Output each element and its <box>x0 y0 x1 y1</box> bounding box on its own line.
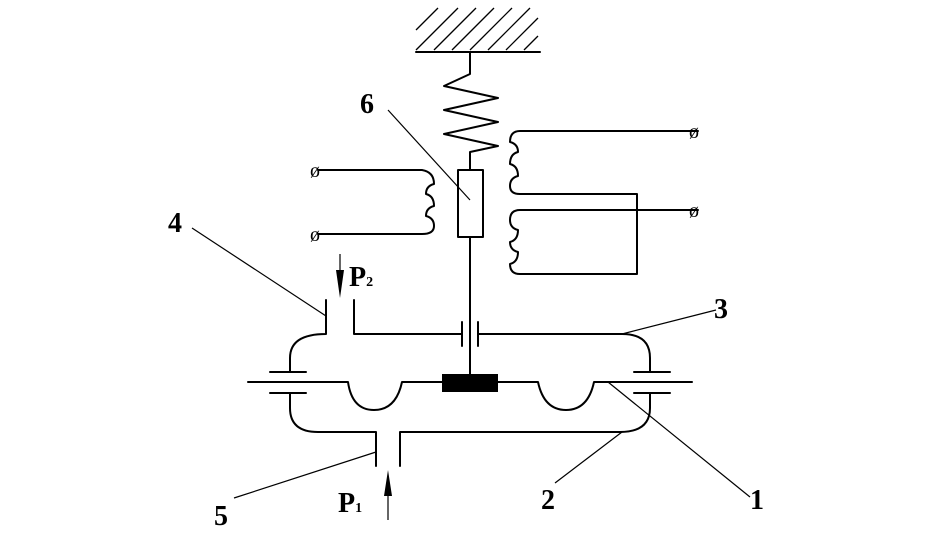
terminal-left-top: ø <box>310 160 320 182</box>
diaphragm <box>343 381 597 411</box>
fixed-support <box>415 7 541 53</box>
p1-arrow <box>384 470 392 520</box>
leader-lines <box>191 109 751 499</box>
lower-chamber <box>289 392 651 467</box>
left-flange <box>247 371 345 394</box>
armature-core <box>457 169 484 238</box>
terminal-right-top: ø <box>689 121 699 143</box>
p2-arrow <box>336 254 344 298</box>
label-3: 3 <box>714 294 728 325</box>
label-2: 2 <box>541 485 555 516</box>
label-1: 1 <box>750 485 764 516</box>
right-flange <box>595 371 693 394</box>
right-coils: ø ø <box>509 121 699 275</box>
terminal-right-bottom: ø <box>689 200 699 222</box>
label-6: 6 <box>360 89 374 120</box>
p2-label: P2 <box>349 262 373 293</box>
label-4: 4 <box>168 208 182 239</box>
left-coil: ø ø <box>310 160 435 246</box>
label-5: 5 <box>214 501 228 532</box>
terminal-left-bottom: ø <box>310 224 320 246</box>
p1-label: P1 <box>338 488 362 519</box>
rigid-center <box>442 374 498 392</box>
spring <box>443 51 499 171</box>
